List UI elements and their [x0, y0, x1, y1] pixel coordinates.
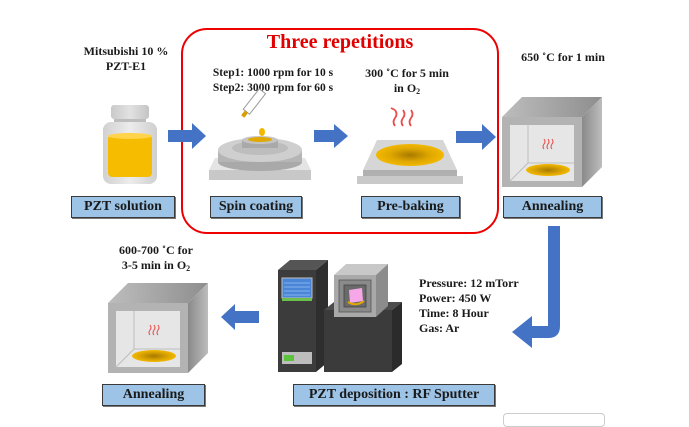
pzt-solution-caption-line: PZT-E1: [105, 59, 147, 73]
atmosphere-subscript: 2: [416, 87, 421, 96]
spin-coating-label: Spin coating: [210, 196, 302, 218]
pre-baking-caption: 300 ˚C for 5 min in O2: [352, 66, 462, 99]
flow-arrow-icon: [456, 124, 496, 150]
annealing-1-label: Annealing: [503, 196, 602, 218]
pre-baking-temp: 300 ˚C for 5 min: [365, 66, 449, 80]
annealing-2-temp: 600-700 ˚C for: [119, 243, 193, 257]
flow-arrow-icon: [512, 226, 560, 348]
atmosphere-subscript: 2: [186, 264, 191, 273]
furnace-icon: [108, 283, 208, 373]
reagent-bottle-icon: [103, 105, 157, 184]
flow-arrow-icon: [168, 123, 206, 149]
hot-plate-icon: [357, 107, 463, 184]
atmosphere-text: in O: [393, 81, 417, 95]
flow-arrow-icon: [314, 124, 348, 148]
sputter-param: Time: 8 Hour: [419, 306, 489, 320]
sputter-param: Gas: Ar: [419, 321, 460, 335]
pzt-solution-caption-line: Mitsubishi 10 %: [83, 44, 169, 58]
rf-sputter-label: PZT deposition : RF Sputter: [293, 384, 495, 406]
furnace-icon: [502, 97, 602, 187]
sputter-param: Pressure: 12 mTorr: [419, 276, 519, 290]
spin-step-line: Step2: 3000 rpm for 60 s: [212, 82, 334, 94]
rf-sputter-machine-icon: [278, 260, 402, 372]
spin-coating-caption: Step1: 1000 rpm for 10 s Step2: 3000 rpm…: [198, 66, 348, 96]
duration-text: 3-5 min in O: [121, 258, 187, 272]
annealing-2-duration: 3-5 min in O2: [96, 258, 216, 276]
sputter-param: Power: 450 W: [419, 291, 492, 305]
pre-baking-label: Pre-baking: [361, 196, 460, 218]
pzt-solution-label: PZT solution: [71, 196, 175, 218]
flow-arrow-icon: [221, 304, 259, 330]
annealing-1-caption: 650 ˚C for 1 min: [521, 50, 605, 64]
partial-frame: [503, 413, 605, 427]
annealing-2-caption: 600-700 ˚C for 3-5 min in O2: [96, 243, 216, 276]
annealing-2-label: Annealing: [102, 384, 205, 406]
pzt-solution-caption: Mitsubishi 10 % PZT-E1: [66, 44, 186, 74]
rf-sputter-params: Pressure: 12 mTorr Power: 450 W Time: 8 …: [419, 276, 519, 336]
spin-step-line: Step1: 1000 rpm for 10 s: [212, 67, 334, 79]
spin-coater-icon: [209, 88, 311, 180]
pre-baking-atmosphere: in O2: [352, 81, 462, 99]
three-repetitions-title: Three repetitions: [266, 31, 414, 53]
